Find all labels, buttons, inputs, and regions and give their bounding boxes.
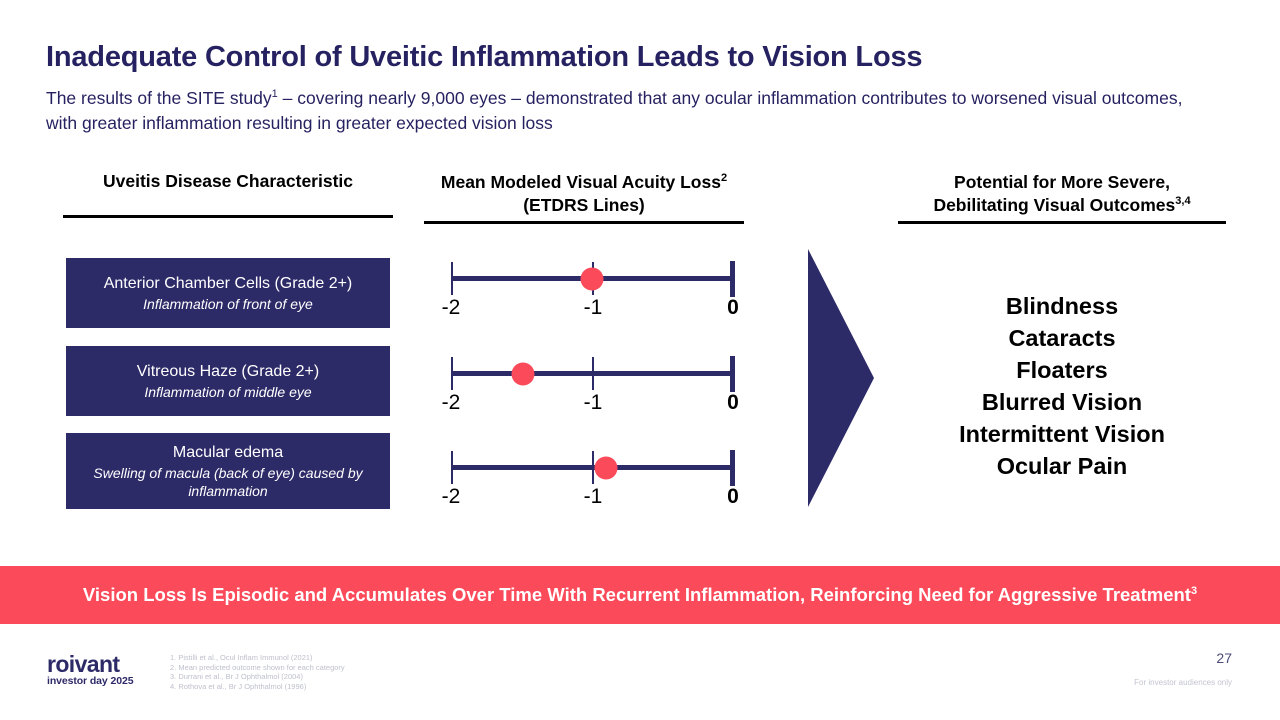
footnotes: 1. Pistilli et al., Ocul Inflam Immunol … <box>170 653 590 691</box>
column-header-outcomes-line1: Potential for More Severe, <box>954 172 1170 192</box>
axis-tick-minus2 <box>451 451 453 484</box>
key-message-text: Vision Loss Is Episodic and Accumulates … <box>83 582 1197 608</box>
footnote-item: 1. Pistilli et al., Ocul Inflam Immunol … <box>170 653 313 662</box>
column-header-acuity-loss-label: Mean Modeled Visual Acuity Loss2 <box>424 171 744 194</box>
characteristic-name: Vitreous Haze (Grade 2+) <box>136 362 320 380</box>
axis-tick-minus1 <box>592 357 594 390</box>
axis-tick-minus1 <box>592 451 594 484</box>
number-line-chart: -2 -1 0 <box>424 441 760 517</box>
right-arrow-icon <box>808 249 874 507</box>
outcome-item: Blurred Vision <box>981 389 1143 415</box>
outcome-item: Intermittent Vision <box>959 421 1165 447</box>
column-header-acuity-loss-units: (ETDRS Lines) <box>523 195 645 215</box>
axis-tick-label: -1 <box>583 391 603 414</box>
number-line-chart: -2 -1 0 <box>424 347 760 423</box>
axis-tick-minus2 <box>451 357 453 390</box>
page-number: 27 <box>1216 650 1232 666</box>
axis-tick-label: -2 <box>441 485 461 508</box>
axis-tick-label: -2 <box>441 296 461 319</box>
axis-tick-label: -2 <box>441 391 461 414</box>
axis-tick-minus2 <box>451 262 453 295</box>
axis-tick-label: 0 <box>727 296 739 319</box>
key-message-footnote-marker: 3 <box>1190 584 1198 597</box>
axis-tick-label: 0 <box>727 391 739 414</box>
subtitle-text-2: – covering nearly 9,000 eyes – demonstra… <box>46 88 1183 133</box>
outcomes-list: Blindness Cataracts Floaters Blurred Vis… <box>898 290 1226 482</box>
data-point-marker <box>580 267 604 290</box>
characteristic-card: Vitreous Haze (Grade 2+) Inflammation of… <box>66 346 390 416</box>
column-header-rule <box>63 215 393 218</box>
page-title: Inadequate Control of Uveitic Inflammati… <box>46 41 923 73</box>
axis-tick-zero <box>730 356 735 392</box>
column-header-acuity-loss-text: Mean Modeled Visual Acuity Loss <box>440 172 721 192</box>
page-subtitle: The results of the SITE study1 – coverin… <box>46 86 1196 136</box>
characteristic-card: Anterior Chamber Cells (Grade 2+) Inflam… <box>66 258 390 328</box>
axis-tick-label: -1 <box>583 296 603 319</box>
characteristic-name: Macular edema <box>172 443 284 461</box>
key-message-label: Vision Loss Is Episodic and Accumulates … <box>82 584 1191 605</box>
axis-tick-label: -1 <box>583 485 603 508</box>
column-header-acuity-loss: Mean Modeled Visual Acuity Loss2 (ETDRS … <box>424 171 744 224</box>
data-point-marker <box>594 456 618 479</box>
column-header-characteristic-label: Uveitis Disease Characteristic <box>103 171 353 191</box>
outcome-item: Floaters <box>1016 357 1108 383</box>
column-header-outcomes-line2: Debilitating Visual Outcomes3,4 <box>898 194 1226 217</box>
footnote-item: 4. Rothova et al., Br J Ophthalmol (1996… <box>170 681 307 691</box>
footnote-item: 2. Mean predicted outcome shown for each… <box>170 662 345 672</box>
key-message-banner: Vision Loss Is Episodic and Accumulates … <box>0 566 1280 624</box>
outcome-item: Blindness <box>1005 293 1119 319</box>
characteristic-card: Macular edema Swelling of macula (back o… <box>66 433 390 509</box>
column-header-footnote-marker-34: 3,4 <box>1175 195 1191 208</box>
footnote-item: 3. Durrani et al., Br J Ophthalmol (2004… <box>170 672 303 682</box>
outcome-item: Cataracts <box>1008 325 1116 351</box>
axis-tick-zero <box>730 261 735 297</box>
characteristic-name: Anterior Chamber Cells (Grade 2+) <box>103 274 353 292</box>
characteristic-description: Inflammation of front of eye <box>143 295 313 312</box>
column-header-rule <box>424 221 744 224</box>
subtitle-text-1: The results of the SITE study <box>46 88 272 108</box>
logo-tagline: investor day 2025 <box>47 675 134 687</box>
column-header-outcomes: Potential for More Severe, Debilitating … <box>898 171 1226 224</box>
number-line-chart: -2 -1 0 <box>424 252 760 328</box>
roivant-logo: roivant investor day 2025 <box>47 651 153 688</box>
column-header-characteristic: Uveitis Disease Characteristic <box>63 171 393 218</box>
column-header-footnote-marker-2: 2 <box>720 172 728 185</box>
investor-audience-note: For investor audiences only <box>1134 678 1232 687</box>
axis-tick-zero <box>730 450 735 486</box>
column-header-rule <box>898 221 1226 224</box>
characteristic-description: Swelling of macula (back of eye) caused … <box>93 464 363 499</box>
characteristic-description: Inflammation of middle eye <box>144 383 312 400</box>
subtitle-footnote-marker-1: 1 <box>271 88 278 101</box>
data-point-marker <box>511 362 535 385</box>
column-header-outcomes-text: Debilitating Visual Outcomes <box>933 195 1176 215</box>
axis-tick-label: 0 <box>727 485 739 508</box>
outcome-item: Ocular Pain <box>996 453 1128 479</box>
logo-wordmark: roivant <box>47 651 120 677</box>
